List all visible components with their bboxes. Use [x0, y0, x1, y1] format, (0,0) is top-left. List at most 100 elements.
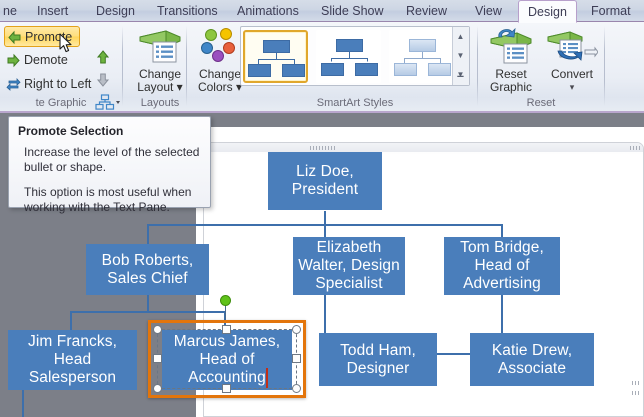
- demote-arrow-right-icon: [6, 53, 21, 68]
- tab-design[interactable]: Design: [96, 4, 135, 18]
- demote-label: Demote: [24, 53, 68, 67]
- style-thumb-3[interactable]: [389, 30, 454, 83]
- org-node-tom-bridge[interactable]: Tom Bridge, Head of Advertising: [444, 237, 560, 295]
- node-line3: Advertising: [463, 275, 541, 292]
- connector-to-elizabeth: [324, 224, 326, 244]
- resize-handle-nw[interactable]: [153, 325, 162, 334]
- right-to-left-swap-icon: [6, 77, 21, 92]
- resize-handle-w[interactable]: [153, 354, 162, 363]
- reset-graphic-icon: [490, 27, 532, 64]
- gallery-scroll-down-button[interactable]: ▼: [456, 51, 465, 60]
- node-line2: Associate: [497, 359, 567, 377]
- hierarchy-layout-icon: [95, 94, 120, 110]
- smartart-styles-gallery[interactable]: ▲ ▼ ▼▁: [240, 26, 470, 86]
- org-node-bob-roberts[interactable]: Bob Roberts, Sales Chief: [86, 244, 209, 295]
- selection-dashed-outline: [157, 329, 297, 389]
- node-line1: Liz Doe,: [296, 163, 354, 180]
- frame-top-handle[interactable]: [310, 146, 336, 150]
- promote-arrow-left-icon: [7, 30, 22, 45]
- group-separator-2: [186, 26, 187, 106]
- resize-handle-e[interactable]: [292, 354, 301, 363]
- ribbon-tab-bar: ne Insert Design Transitions Animations …: [0, 0, 644, 23]
- gallery-scrollbar[interactable]: ▲ ▼ ▼▁: [452, 27, 469, 85]
- node-line2: President: [291, 181, 359, 198]
- change-colors-icon: [201, 28, 235, 62]
- connector-jim-down: [22, 390, 24, 417]
- connector-to-katie: [436, 353, 503, 355]
- tab-format[interactable]: Format: [591, 4, 631, 18]
- connector-to-jim: [70, 311, 72, 330]
- mouse-cursor-icon: [59, 33, 72, 53]
- rotation-stem: [225, 303, 226, 319]
- demote-button[interactable]: Demote: [4, 50, 80, 71]
- node-line2: Head of: [474, 257, 530, 274]
- chevron-down-icon: ▾: [569, 81, 575, 92]
- rotation-handle[interactable]: [220, 295, 231, 306]
- org-node-marcus-james[interactable]: Marcus James, Head of Accounting: [162, 330, 292, 390]
- node-line1: Katie Drew,: [491, 341, 573, 359]
- connector-tom-down: [501, 295, 503, 355]
- tab-smartart-design[interactable]: Design: [518, 0, 577, 23]
- reset-graphic-label-line2: Graphic: [489, 79, 533, 94]
- resize-handle-s[interactable]: [222, 384, 231, 393]
- tab-home[interactable]: ne: [3, 4, 17, 18]
- group-label-layouts: Layouts: [140, 97, 180, 109]
- move-down-button[interactable]: [95, 72, 113, 90]
- change-layout-icon: [139, 30, 181, 63]
- connector-root-down: [324, 211, 326, 224]
- style-thumb-2[interactable]: [316, 30, 381, 83]
- chevron-down-icon: ▾: [173, 79, 183, 94]
- resize-handle-sw[interactable]: [153, 384, 162, 393]
- text-cursor-caret: [266, 368, 268, 388]
- frame-right-handle-2[interactable]: [632, 391, 640, 395]
- org-node-elizabeth-walter[interactable]: Elizabeth Walter, Design Specialist: [293, 237, 405, 295]
- resize-handle-se[interactable]: [292, 384, 301, 393]
- style-thumb-1[interactable]: [243, 30, 308, 83]
- org-node-jim-francks[interactable]: Jim Francks, Head Salesperson: [8, 330, 137, 390]
- node-line2: Walter, Design: [298, 257, 400, 274]
- reset-graphic-label-line1: Reset: [495, 67, 527, 81]
- org-node-katie-drew[interactable]: Katie Drew, Associate: [470, 333, 594, 386]
- tab-insert[interactable]: Insert: [37, 4, 69, 18]
- frame-topright-handle[interactable]: [630, 146, 640, 150]
- move-up-button[interactable]: [95, 49, 113, 67]
- node-line2: Head: [53, 351, 92, 368]
- group-separator-4: [604, 26, 605, 106]
- org-node-todd-ham[interactable]: Todd Ham, Designer: [319, 333, 437, 386]
- resize-handle-n[interactable]: [222, 325, 231, 334]
- tab-slide-show[interactable]: Slide Show: [321, 4, 384, 18]
- change-colors-label-line2: Colors: [197, 79, 233, 94]
- tab-view[interactable]: View: [475, 4, 502, 18]
- connector-row3-left-h: [70, 311, 226, 313]
- resize-handle-ne[interactable]: [292, 325, 301, 334]
- ribbon: Promote Demote Right to Left: [0, 22, 644, 113]
- change-layout-label-line1: Change: [138, 67, 182, 81]
- arrow-up-icon: [96, 50, 110, 64]
- org-node-liz-doe[interactable]: Liz Doe, President: [268, 152, 382, 210]
- convert-label: Convert: [550, 67, 594, 81]
- node-line1: Elizabeth: [316, 239, 382, 256]
- node-line3: Specialist: [315, 275, 383, 292]
- gallery-more-button[interactable]: ▼▁: [456, 68, 465, 79]
- group-separator-1: [122, 26, 123, 106]
- tab-review[interactable]: Review: [406, 4, 447, 18]
- frame-right-handle[interactable]: [632, 381, 640, 385]
- tab-transitions[interactable]: Transitions: [157, 4, 218, 18]
- layout-dropdown-button[interactable]: [95, 94, 121, 111]
- right-to-left-button[interactable]: Right to Left: [4, 74, 94, 95]
- change-colors-label-line1: Change: [198, 67, 242, 81]
- convert-icon: [547, 31, 598, 61]
- tooltip-title: Promote Selection: [18, 124, 124, 138]
- node-line1: Marcus James,: [173, 333, 281, 350]
- tooltip-promote-selection: Promote Selection Increase the level of …: [8, 116, 211, 214]
- tooltip-body-1: Increase the level of the selected bulle…: [24, 145, 200, 174]
- node-line2: Sales Chief: [107, 269, 188, 287]
- node-line2: Head of: [199, 351, 255, 368]
- chevron-down-icon: ▾: [232, 79, 243, 94]
- right-to-left-label: Right to Left: [24, 77, 92, 91]
- tab-animations[interactable]: Animations: [237, 4, 299, 18]
- selection-frame[interactable]: [148, 320, 306, 398]
- gallery-scroll-up-button[interactable]: ▲: [456, 32, 465, 41]
- group-separator-3: [477, 26, 478, 106]
- connector-elizabeth-down: [324, 295, 326, 355]
